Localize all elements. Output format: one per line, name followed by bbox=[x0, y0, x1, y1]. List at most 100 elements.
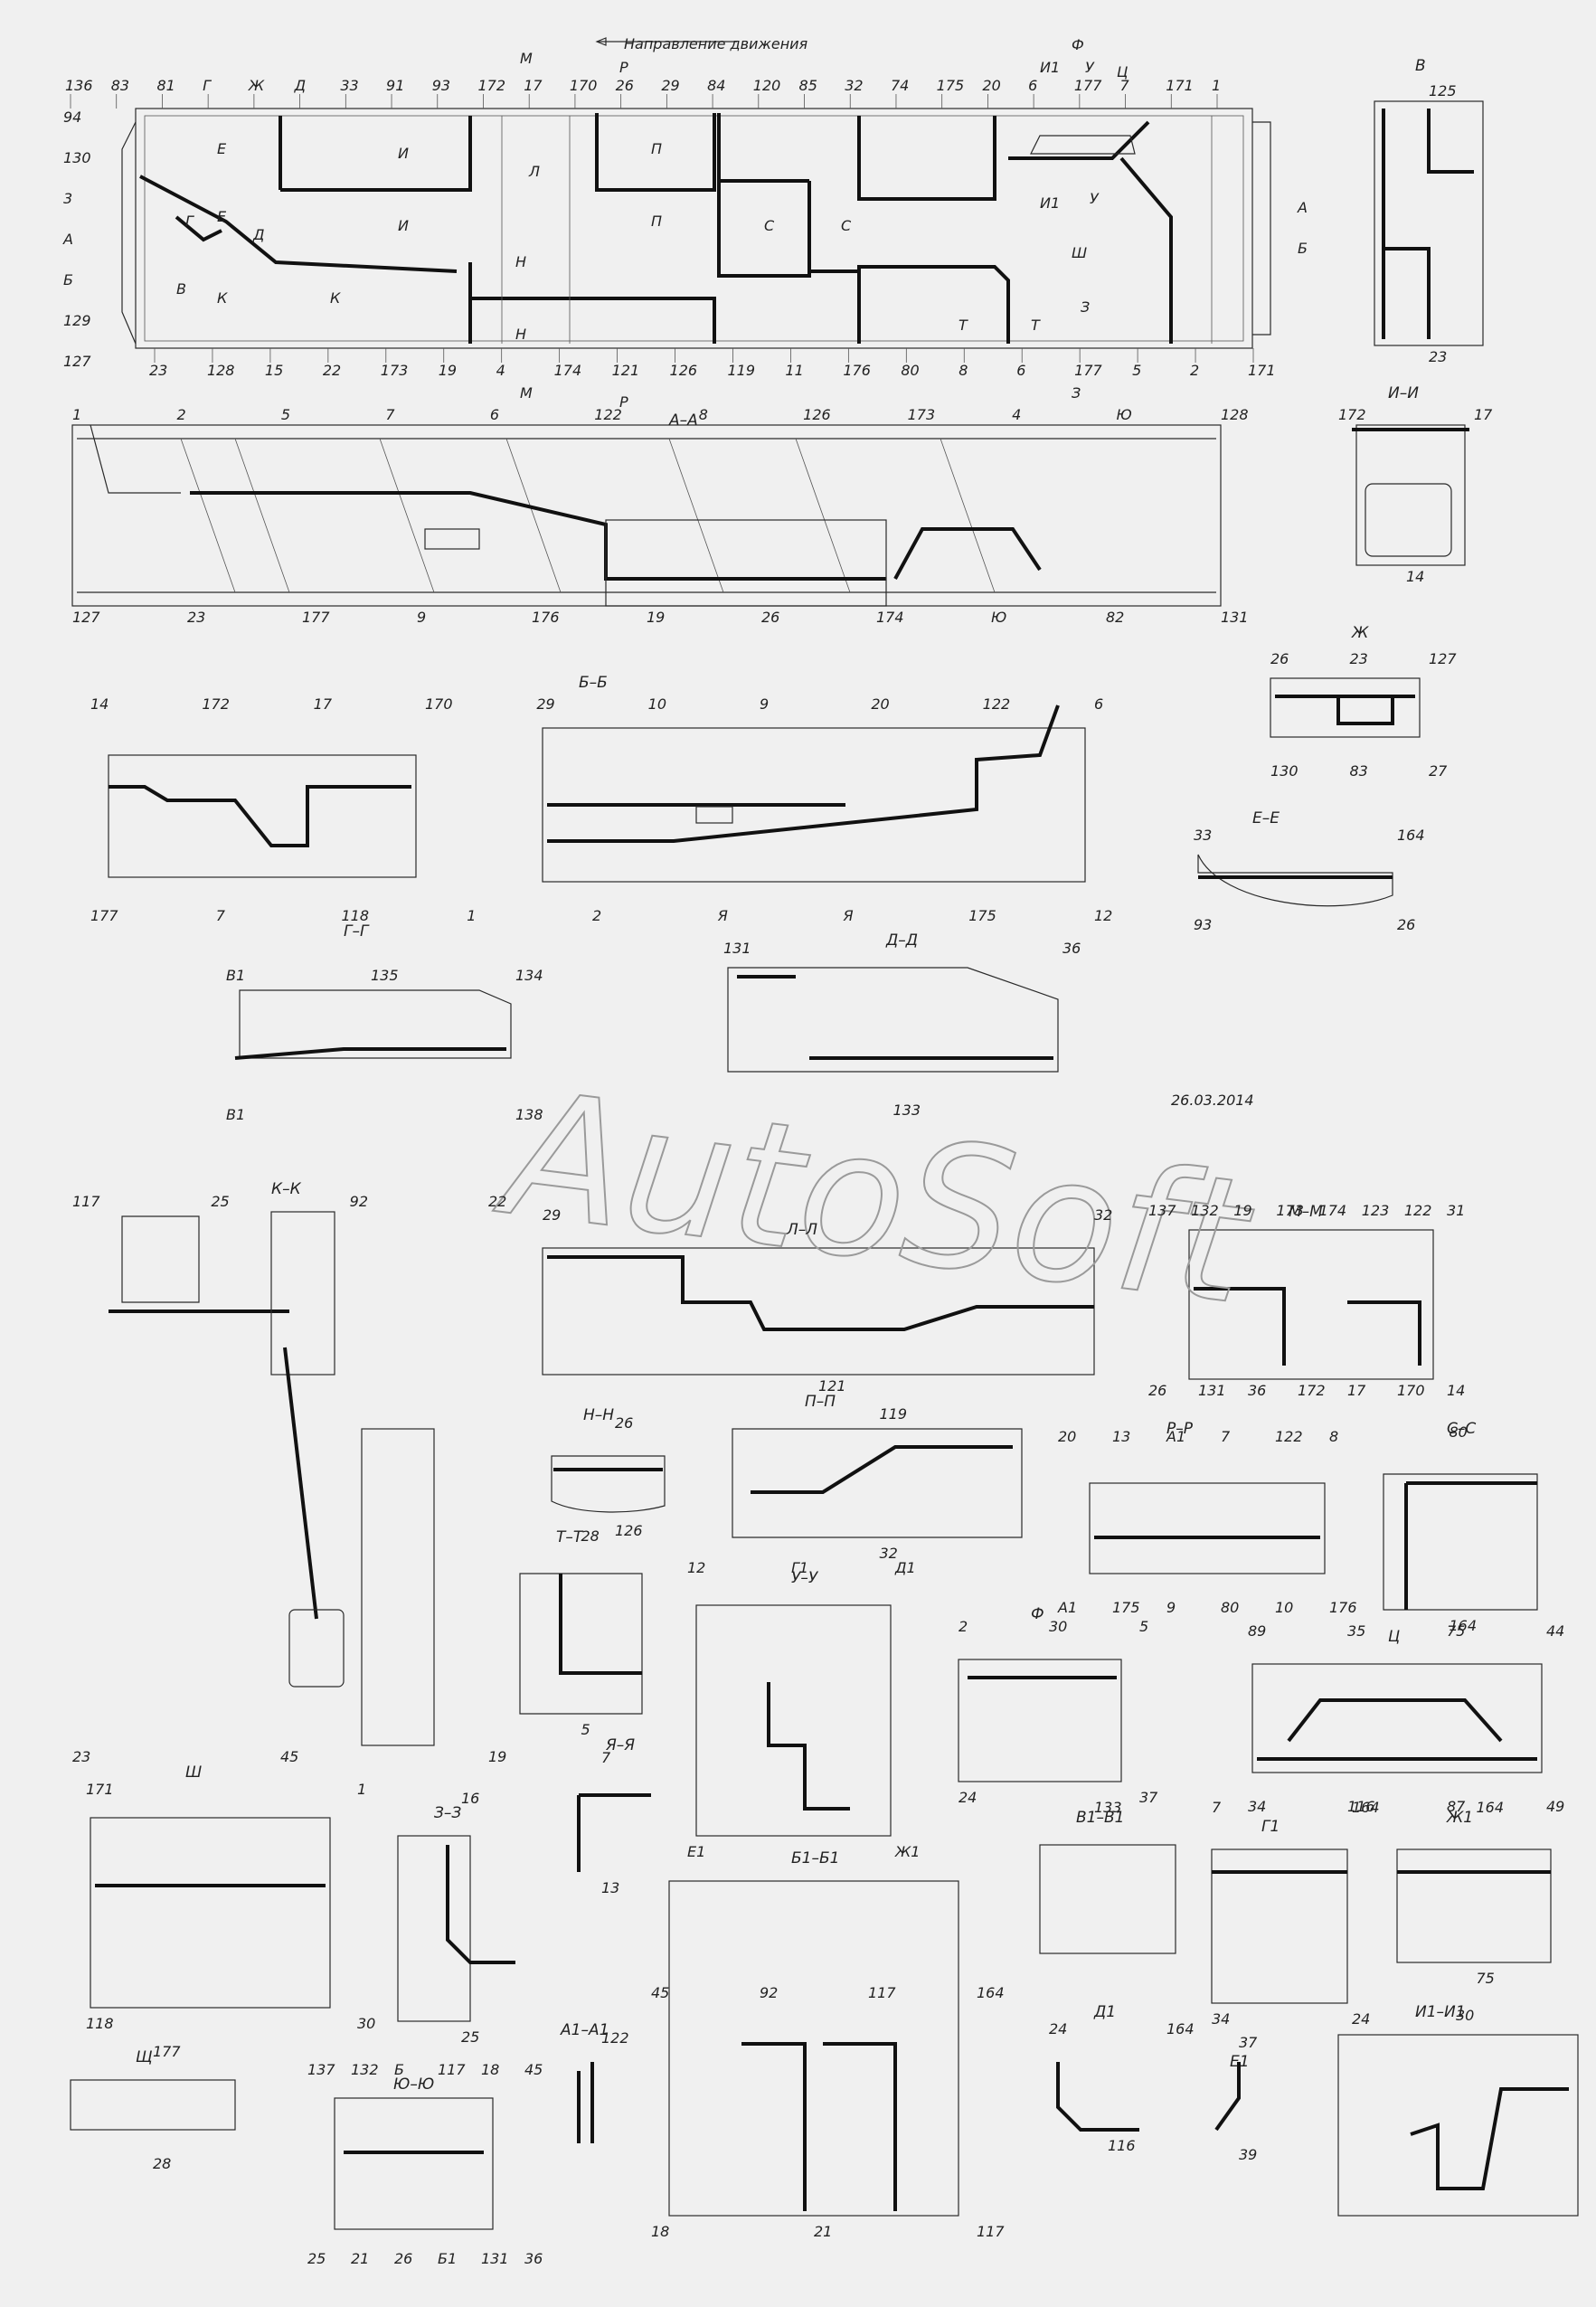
section-label: 45 bbox=[524, 2061, 543, 2078]
section-title: К–К bbox=[271, 1180, 302, 1198]
plan-label: 91 bbox=[386, 77, 404, 94]
plan-section-mark: Н bbox=[515, 326, 526, 343]
section-label: 127 bbox=[1429, 650, 1457, 667]
section-label: 25 bbox=[461, 2028, 479, 2046]
section-label: 9 bbox=[760, 695, 769, 713]
bb-right-floor bbox=[547, 704, 1060, 843]
section-title: У–У bbox=[791, 1569, 819, 1587]
section-title: Ю–Ю bbox=[393, 2075, 434, 2094]
section-label: 33 bbox=[1194, 827, 1212, 844]
section-label: 26 bbox=[1148, 1382, 1166, 1399]
section-label: 164 bbox=[1352, 1799, 1380, 1816]
section-title: И–И bbox=[1388, 384, 1419, 402]
section-label: 37 bbox=[1139, 1789, 1158, 1806]
section-label: 126 bbox=[615, 1522, 643, 1539]
plan-label: 6 bbox=[1028, 77, 1037, 94]
section-label: 2 bbox=[959, 1618, 968, 1635]
plan-rear-wall bbox=[121, 121, 137, 345]
plan-label: 4 bbox=[496, 362, 505, 379]
plan-view: Направление движения bbox=[121, 35, 1271, 349]
aa-box-126 bbox=[605, 519, 887, 607]
plan-label: 85 bbox=[799, 77, 817, 94]
section-label: 82 bbox=[1106, 609, 1124, 626]
section-label: 117 bbox=[72, 1193, 100, 1210]
bb-window bbox=[695, 806, 733, 824]
section-label: 25 bbox=[211, 1193, 229, 1210]
section-label: 9 bbox=[1166, 1599, 1176, 1616]
plan-label: 175 bbox=[937, 77, 965, 94]
plan-label: 177 bbox=[1074, 362, 1102, 379]
section-label: 13 bbox=[1112, 1428, 1130, 1445]
direction-arrowhead bbox=[595, 37, 607, 46]
tt-outline bbox=[519, 1573, 643, 1715]
section-label: 133 bbox=[893, 1101, 921, 1119]
a1a1-profile bbox=[577, 2062, 594, 2143]
section-label: 24 bbox=[1049, 2020, 1067, 2038]
section-label: 177 bbox=[302, 609, 330, 626]
section-label: 131 bbox=[481, 2250, 509, 2267]
section-label: 176 bbox=[1329, 1599, 1357, 1616]
section-label: 174 bbox=[876, 609, 904, 626]
section-title: Б1–Б1 bbox=[791, 1849, 839, 1867]
mm-outline bbox=[1188, 1229, 1434, 1380]
sh-outline bbox=[90, 1817, 331, 2009]
plan-section-mark: С bbox=[841, 217, 852, 234]
section-label: 13 bbox=[601, 1879, 619, 1896]
plan-section-mark: Л bbox=[528, 163, 540, 180]
plan-label: 128 bbox=[207, 362, 235, 379]
section-label: 36 bbox=[1062, 940, 1081, 957]
section-label: Б1 bbox=[438, 2250, 457, 2267]
section-label: 134 bbox=[515, 967, 543, 984]
section-label: 16 bbox=[461, 1790, 479, 1807]
ee-shape bbox=[1197, 854, 1393, 907]
section-label: 28 bbox=[153, 2155, 171, 2172]
section-label: 26 bbox=[1270, 650, 1289, 667]
section-label: 6 bbox=[1094, 695, 1103, 713]
shch-outline bbox=[70, 2079, 236, 2131]
section-label: 87 bbox=[1447, 1798, 1466, 1815]
section-label: 5 bbox=[581, 1721, 590, 1738]
section-z-z bbox=[397, 1835, 515, 2022]
plan-section-mark: Ш bbox=[1072, 244, 1087, 261]
plan-label: 6 bbox=[1016, 362, 1025, 379]
section-label: 2 bbox=[592, 907, 601, 924]
section-label: 30 bbox=[1456, 2007, 1474, 2024]
section-label: 137 bbox=[307, 2061, 335, 2078]
section-label: 1 bbox=[72, 406, 81, 423]
aa-frame-lines bbox=[77, 438, 1216, 593]
section-label: 126 bbox=[803, 406, 831, 423]
section-label: 35 bbox=[1347, 1622, 1365, 1640]
section-label: Г1 bbox=[791, 1559, 808, 1576]
section-title: Е–Е bbox=[1252, 809, 1280, 827]
plan-label: Б bbox=[63, 271, 73, 288]
plan-label: 7 bbox=[1120, 77, 1130, 94]
section-label: 26 bbox=[615, 1414, 633, 1432]
plan-section-mark: М bbox=[520, 50, 533, 67]
section-label: 7 bbox=[1212, 1799, 1222, 1816]
section-label: 36 bbox=[524, 2250, 543, 2267]
plan-section-mark: Т bbox=[959, 317, 968, 334]
plan-label: 1 bbox=[1212, 77, 1221, 94]
section-title: Ж bbox=[1351, 624, 1369, 642]
view-zh bbox=[1270, 677, 1421, 738]
bb-left-floor bbox=[109, 785, 411, 847]
plan-label: 29 bbox=[661, 77, 679, 94]
section-title: Д1 bbox=[1093, 2003, 1116, 2021]
section-title: Ж1 bbox=[1446, 1809, 1473, 1827]
plan-label: 5 bbox=[1132, 362, 1141, 379]
section-title: П–П bbox=[805, 1393, 836, 1411]
plan-section-mark: Е bbox=[217, 208, 227, 225]
section-label: 92 bbox=[760, 1984, 778, 2001]
section-label: 36 bbox=[1248, 1382, 1266, 1399]
section-label: Я bbox=[717, 907, 728, 924]
section-label: 20 bbox=[871, 695, 889, 713]
section-label: 133 bbox=[1094, 1799, 1122, 1816]
plan-section-mark: Ф bbox=[1072, 36, 1084, 53]
section-label: 17 bbox=[1347, 1382, 1366, 1399]
section-label: 19 bbox=[1233, 1202, 1251, 1219]
section-label: 31 bbox=[1447, 1202, 1465, 1219]
section-label: 8 bbox=[699, 406, 708, 423]
section-label: 130 bbox=[1270, 762, 1299, 780]
section-label: 23 bbox=[72, 1748, 90, 1765]
plan-label: 170 bbox=[570, 77, 598, 94]
